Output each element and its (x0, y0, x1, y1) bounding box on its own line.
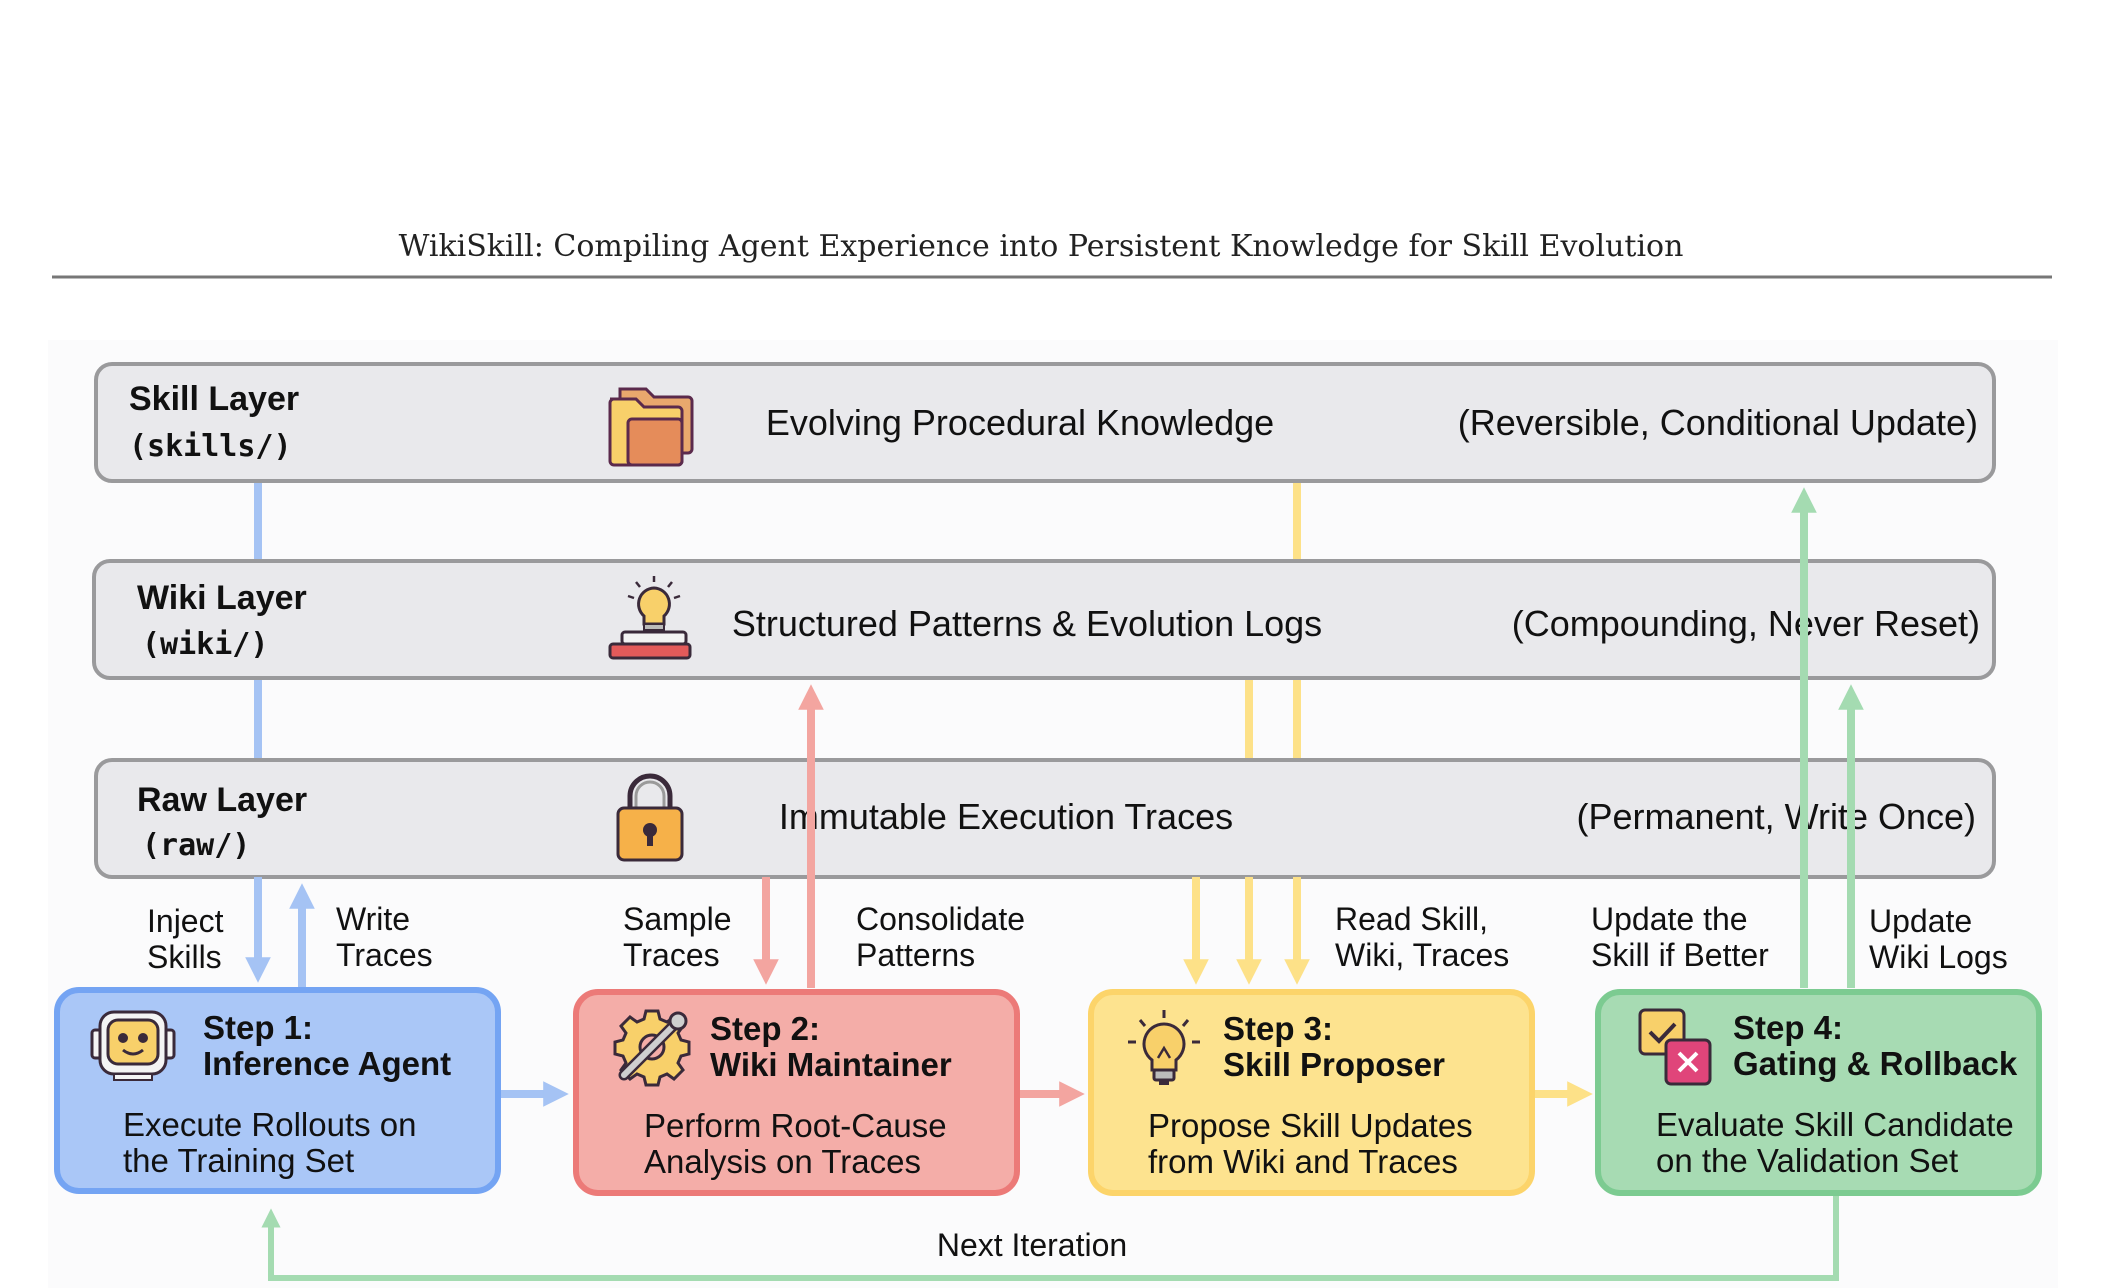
step-1-title: Inference Agent (203, 1045, 451, 1082)
lightbulb-icon (1128, 1010, 1200, 1085)
wiki-layer-name: Wiki Layer (137, 579, 307, 617)
update-skill-label-line2: Skill if Better (1591, 937, 1769, 973)
sample-label-line2: Traces (623, 937, 720, 973)
step-3-desc-line1: Propose Skill Updates (1148, 1107, 1473, 1144)
wiki-layer-description: Structured Patterns & Evolution Logs (732, 603, 1322, 644)
folder-icon (608, 387, 694, 467)
wiki-layer-dir: (wiki/) (142, 627, 268, 662)
write-label-line1: Write (336, 901, 410, 937)
step-2-desc-line2: Analysis on Traces (644, 1143, 921, 1180)
inject-label-line1: Inject (147, 903, 224, 939)
step-4-label: Step 4: (1733, 1009, 1843, 1046)
skill-layer-name: Skill Layer (129, 380, 299, 418)
update-wiki-label-line2: Wiki Logs (1869, 939, 2008, 975)
raw-layer-description: Immutable Execution Traces (779, 796, 1233, 837)
consolidate-label-line1: Consolidate (856, 901, 1025, 937)
inject-label-line2: Skills (147, 939, 222, 975)
step-3-title: Skill Proposer (1223, 1046, 1445, 1083)
step-3-desc-line2: from Wiki and Traces (1148, 1143, 1458, 1180)
skill-layer-dir: (skills/) (129, 429, 292, 464)
checkbox-cross-icon (1638, 1008, 1712, 1086)
raw-layer: Raw Layer (raw/) Immutable Execution Tra… (94, 758, 1996, 879)
step-4-title: Gating & Rollback (1733, 1045, 2018, 1082)
consolidate-label-line2: Patterns (856, 937, 975, 973)
wiki-layer: Wiki Layer (wiki/) Structured Patterns &… (92, 559, 1996, 680)
step-2-label: Step 2: (710, 1010, 820, 1047)
update-skill-label-line1: Update the (1591, 901, 1748, 937)
read-label-line1: Read Skill, (1335, 901, 1488, 937)
skill-layer-description: Evolving Procedural Knowledge (766, 402, 1274, 443)
lightbulb-books-icon (608, 576, 692, 660)
step-1-box: Step 1: Inference Agent Execute Rollouts… (54, 987, 501, 1194)
gear-wrench-icon (613, 1009, 691, 1087)
read-label-line2: Wiki, Traces (1335, 937, 1509, 973)
sample-label-line1: Sample (623, 901, 732, 937)
step-2-title: Wiki Maintainer (710, 1046, 952, 1083)
raw-layer-dir: (raw/) (142, 828, 250, 863)
step-3-label: Step 3: (1223, 1010, 1333, 1047)
step-4-desc-line2: on the Validation Set (1656, 1142, 1958, 1179)
next-iteration-arrow (261, 1195, 1839, 1281)
robot-icon (90, 1010, 176, 1081)
step-4-desc-line1: Evaluate Skill Candidate (1656, 1106, 2014, 1143)
raw-layer-name: Raw Layer (137, 781, 307, 819)
step-1-desc-line1: Execute Rollouts on (123, 1106, 417, 1143)
step-1-label: Step 1: (203, 1009, 313, 1046)
wiki-layer-property: (Compounding, Never Reset) (1512, 603, 1980, 644)
step-2-box: Step 2: Wiki Maintainer Perform Root-Cau… (573, 989, 1020, 1196)
page-title: WikiSkill: Compiling Agent Experience in… (399, 229, 1684, 264)
step-4-box: Step 4: Gating & Rollback Evaluate Skill… (1595, 989, 2042, 1196)
write-label-line2: Traces (336, 937, 433, 973)
skill-layer-property: (Reversible, Conditional Update) (1458, 402, 1978, 443)
raw-layer-property: (Permanent, Write Once) (1577, 796, 1976, 837)
next-iteration-label: Next Iteration (937, 1227, 1127, 1263)
padlock-icon (616, 773, 684, 862)
step-3-box: Step 3: Skill Proposer Propose Skill Upd… (1088, 989, 1535, 1196)
update-wiki-label-line1: Update (1869, 903, 1972, 939)
step-1-desc-line2: the Training Set (123, 1142, 354, 1179)
step-2-desc-line1: Perform Root-Cause (644, 1107, 947, 1144)
skill-layer: Skill Layer (skills/) Evolving Procedura… (94, 362, 1996, 483)
